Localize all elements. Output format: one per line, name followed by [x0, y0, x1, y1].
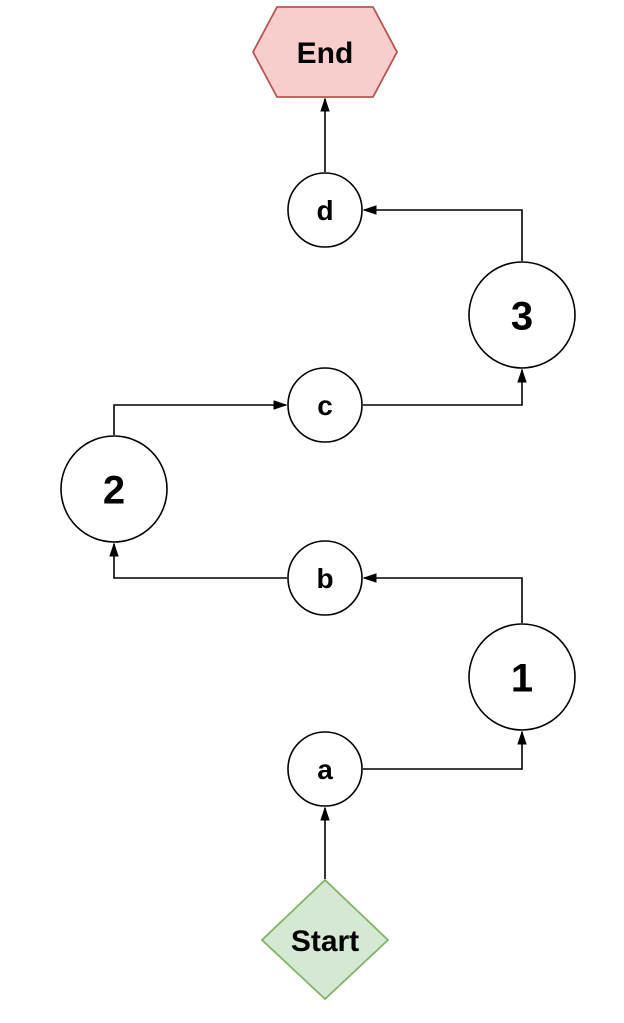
edge-1-b	[362, 573, 523, 623]
node-end: End	[251, 6, 399, 98]
node-start: Start	[260, 878, 390, 1001]
circle-shape	[287, 172, 363, 248]
circle-shape	[468, 623, 576, 731]
circle-shape	[60, 435, 168, 543]
circle-shape	[287, 731, 363, 807]
node-a-label: a	[317, 754, 333, 785]
circle-shape	[468, 261, 576, 369]
node-d: d	[287, 172, 363, 248]
edge-2-c	[113, 400, 288, 435]
edge-b-2	[109, 542, 287, 579]
node-end-label: End	[297, 37, 354, 70]
node-c-label: c	[317, 390, 333, 421]
node-start-label: Start	[291, 925, 359, 958]
node-2-label: 2	[103, 468, 125, 512]
node-1: 1	[468, 623, 576, 731]
diamond-shape	[260, 878, 390, 1001]
node-b: b	[287, 540, 363, 616]
edge-3-d	[362, 205, 523, 261]
circle-shape	[287, 540, 363, 616]
node-2: 2	[60, 435, 168, 543]
node-b-label: b	[316, 563, 333, 594]
edge-c-3	[363, 368, 527, 406]
node-c: c	[287, 367, 363, 443]
node-1-label: 1	[511, 656, 533, 700]
hexagon-shape	[251, 6, 399, 98]
node-d-label: d	[316, 195, 333, 226]
node-3-label: 3	[511, 294, 533, 338]
node-a: a	[287, 731, 363, 807]
edge-a-1	[363, 730, 527, 770]
node-3: 3	[468, 261, 576, 369]
circle-shape	[287, 367, 363, 443]
